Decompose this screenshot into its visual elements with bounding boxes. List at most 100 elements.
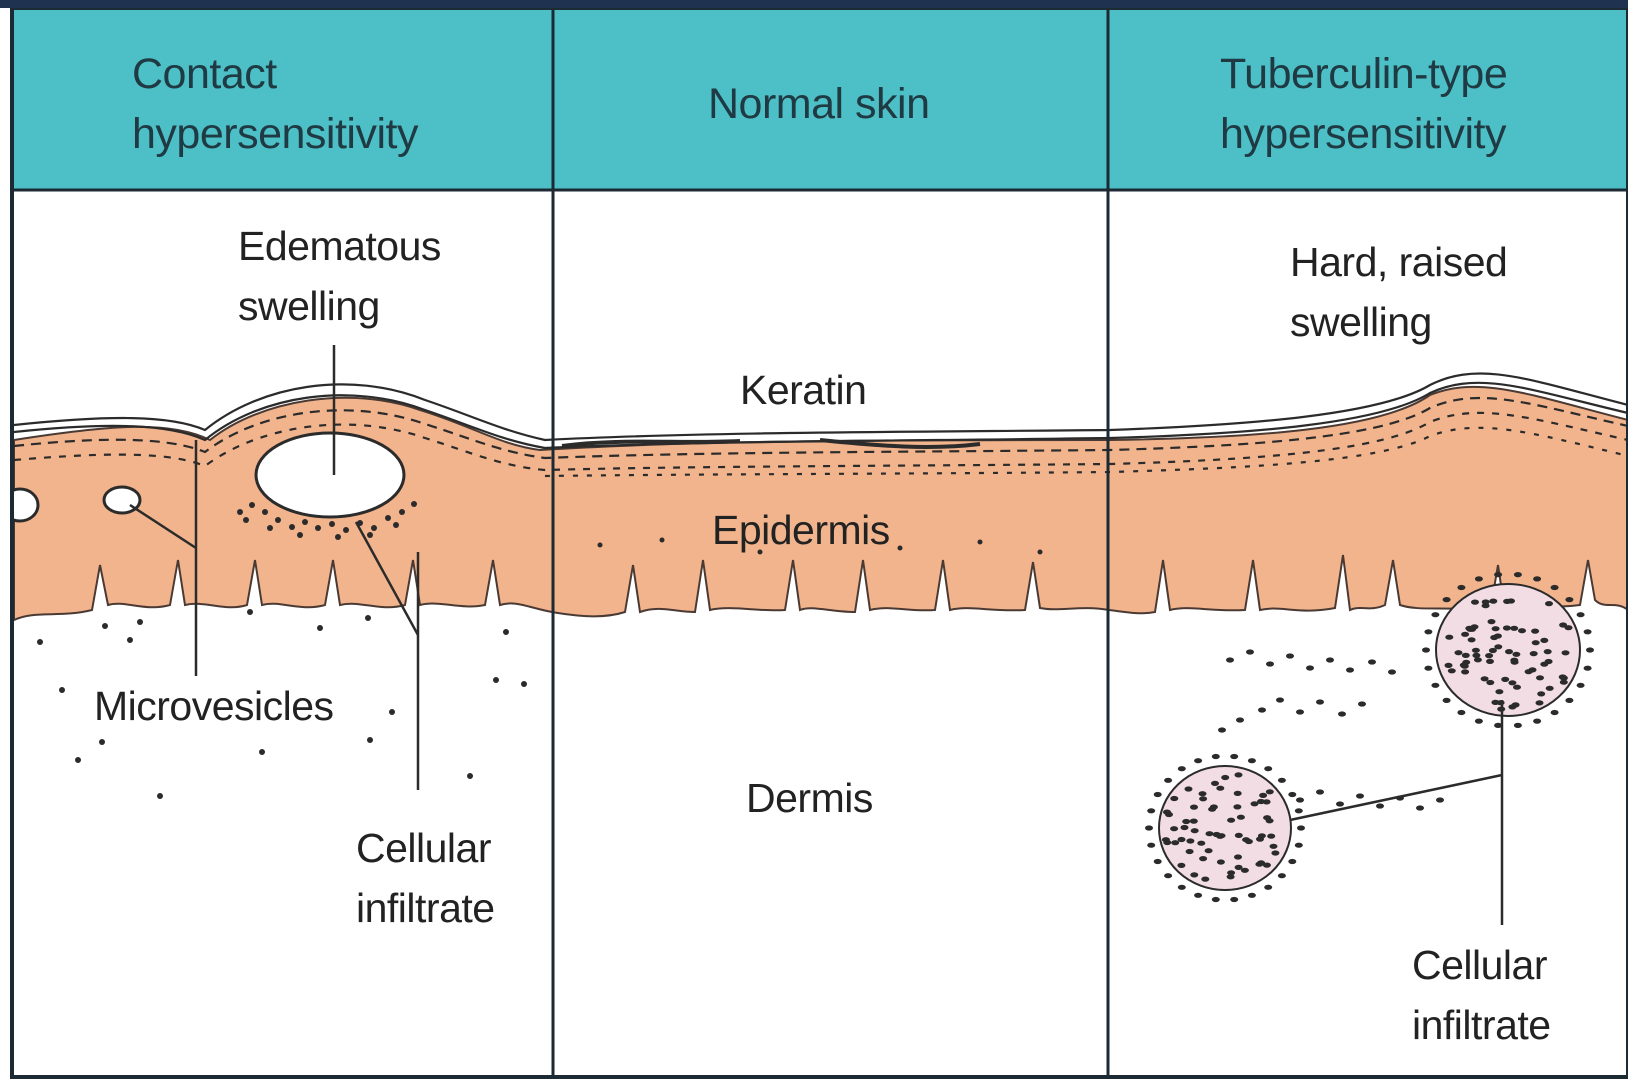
infiltrate-cell [1154, 792, 1162, 797]
infiltrate-cell [1230, 897, 1238, 902]
infiltrate-cell [1512, 652, 1520, 657]
infiltrate-cell [1190, 805, 1198, 810]
infiltrate-cell [1235, 772, 1243, 777]
infiltrate-cell [1211, 781, 1219, 786]
label-microvesicles: Microvesicles [90, 676, 338, 736]
infiltrate-cell [1218, 727, 1226, 732]
label-edematous-swelling: Edematous swelling [238, 216, 441, 336]
infiltrate-cell [1248, 893, 1256, 898]
infiltrate-cell [1164, 778, 1172, 783]
infiltrate-cell [1431, 683, 1439, 688]
edematous-vesicle [256, 433, 404, 517]
infiltrate-cell [1199, 856, 1207, 861]
infiltrate-cell [1185, 786, 1193, 791]
infiltrate-cell [1258, 833, 1266, 838]
infiltrate-cell [1227, 870, 1235, 875]
infiltrate-cell [1536, 700, 1544, 705]
infiltrate-cell [1497, 700, 1505, 705]
infiltrate-cell [1416, 805, 1424, 810]
granuloma-lower [1159, 766, 1291, 890]
infiltrate-cell [1445, 635, 1453, 640]
infiltrate-cell [1190, 872, 1198, 877]
infiltrate-cell [1162, 837, 1170, 842]
infiltrate-cell [1237, 815, 1245, 820]
infiltrate-cell [1230, 754, 1238, 759]
infiltrate-cell [1266, 661, 1274, 666]
infiltrate-cell [1488, 619, 1496, 624]
infiltrate-cell [1514, 572, 1522, 577]
infiltrate-cell [1278, 778, 1286, 783]
infiltrate-cell [1489, 648, 1497, 653]
infiltrate-cell [1255, 862, 1263, 867]
infiltrate-cell [1246, 649, 1254, 654]
label-cellular-contact-line-1: Cellular [356, 818, 495, 878]
infiltrate-cell [1288, 859, 1296, 864]
infiltrate-cell [1525, 669, 1533, 674]
label-cellular-infiltrate-tuberculin: Cellular infiltrate [1412, 935, 1551, 1055]
infiltrate-cell [1388, 669, 1396, 674]
infiltrate-cell [1510, 626, 1518, 631]
infiltrate-cell [1461, 632, 1469, 637]
infiltrate-cell [1465, 626, 1473, 631]
infiltrate-cell [1212, 754, 1220, 759]
infiltrate-cell [1530, 651, 1538, 656]
infiltrate-cell [1226, 657, 1234, 662]
infiltrate-cell [1533, 576, 1541, 581]
infiltrate-cell [1217, 859, 1225, 864]
infiltrate-cell [1424, 629, 1432, 634]
infiltrate-cell [1278, 873, 1286, 878]
infiltrate-cell [1147, 808, 1155, 813]
infiltrate-cell [1486, 680, 1494, 685]
infiltrate-cell [1533, 719, 1541, 724]
infiltrate-cell [1490, 635, 1498, 640]
infiltrate-cell [1577, 683, 1585, 688]
infiltrate-cell [1537, 691, 1545, 696]
infiltrate-cell [1518, 628, 1526, 633]
infiltrate-cell [1336, 801, 1344, 806]
infiltrate-cell [1186, 849, 1194, 854]
label-cellular-tuberculin-line-2: infiltrate [1412, 995, 1551, 1055]
infiltrate-cell [1468, 637, 1476, 642]
infiltrate-cell [1472, 653, 1480, 658]
infiltrate-cell [1510, 658, 1518, 663]
infiltrate-cell [1326, 657, 1334, 662]
infiltrate-cell [1565, 597, 1573, 602]
label-epidermis-text: Epidermis [712, 500, 890, 560]
infiltrate-cell [1346, 667, 1354, 672]
infiltrate-cell [1584, 629, 1592, 634]
infiltrate-cell [1145, 825, 1153, 830]
label-microvesicles-text: Microvesicles [94, 676, 334, 736]
infiltrate-cell [1551, 585, 1559, 590]
infiltrate-cell [1221, 775, 1229, 780]
label-epidermis: Epidermis [712, 500, 890, 560]
infiltrate-cell [1164, 873, 1172, 878]
infiltrate-cell [1495, 689, 1503, 694]
infiltrate-cell [1436, 797, 1444, 802]
infiltrate-cell [1445, 663, 1453, 668]
infiltrate-cell [1532, 640, 1540, 645]
label-edematous-line-2: swelling [238, 276, 441, 336]
infiltrate-cell [1505, 649, 1513, 654]
infiltrate-cell [1201, 877, 1209, 882]
infiltrate-cell [1306, 665, 1314, 670]
infiltrate-cell [1472, 648, 1480, 653]
infiltrate-cell [1297, 825, 1305, 830]
infiltrate-cell [1368, 659, 1376, 664]
infiltrate-cell [1474, 657, 1482, 662]
label-cellular-infiltrate-contact: Cellular infiltrate [356, 818, 495, 938]
label-cellular-tuberculin-line-1: Cellular [1412, 935, 1551, 995]
label-edematous-line-1: Edematous [238, 216, 441, 276]
label-keratin-text: Keratin [740, 360, 866, 420]
infiltrate-cell [1462, 653, 1470, 658]
infiltrate-cell [1234, 791, 1242, 796]
infiltrate-cell [1210, 804, 1218, 809]
infiltrate-cell [1227, 818, 1235, 823]
infiltrate-cell [1190, 819, 1198, 824]
infiltrate-cell [1492, 626, 1500, 631]
infiltrate-cell [1267, 834, 1275, 839]
infiltrate-cell [1457, 710, 1465, 715]
infiltrate-cell [1475, 576, 1483, 581]
label-hard-raised-swelling: Hard, raised swelling [1290, 232, 1507, 352]
infiltrate-cell [1263, 815, 1271, 820]
